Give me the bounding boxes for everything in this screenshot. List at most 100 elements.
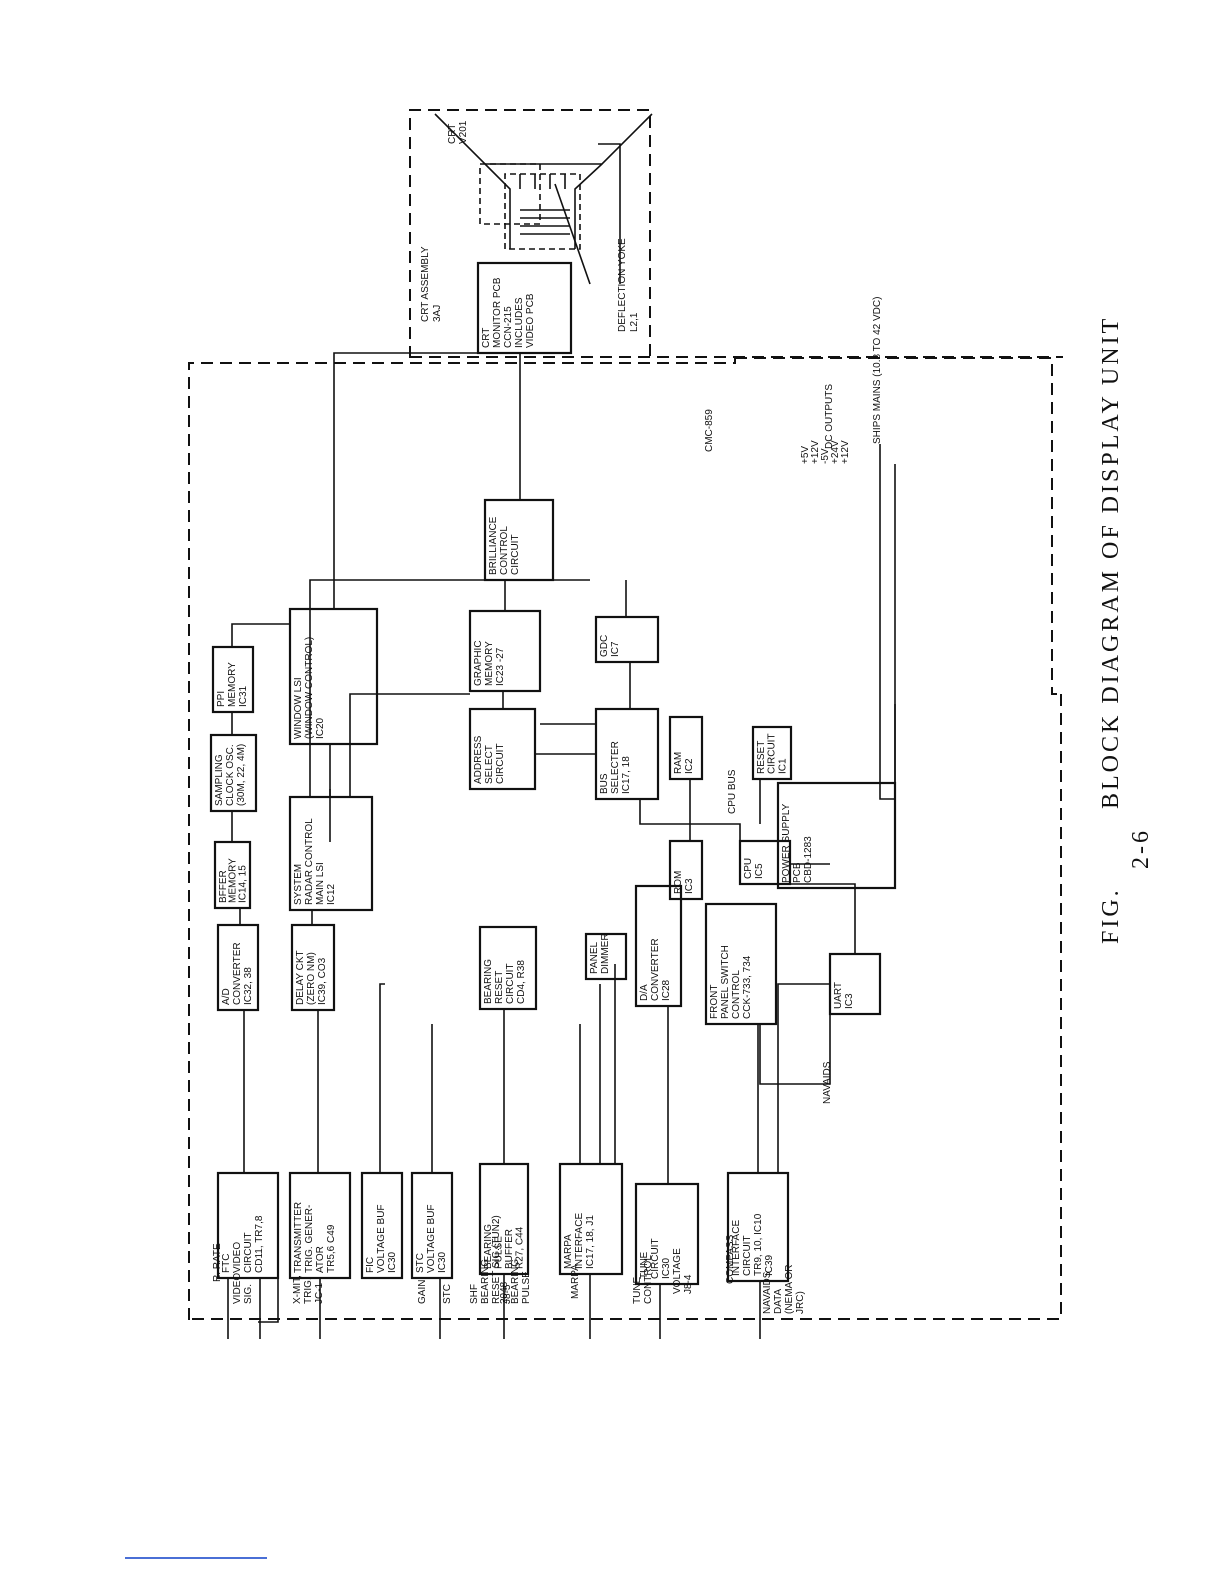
footer-rule	[125, 1557, 267, 1559]
signal-label: COMPASS	[725, 1234, 736, 1284]
block-text: BUS	[599, 773, 610, 794]
wire	[639, 799, 741, 841]
block-text: CCK-733, 734	[742, 955, 753, 1019]
block-text: INCLUDES	[514, 297, 525, 348]
signal-compass: COMPASS	[725, 1234, 736, 1284]
block-delay: DELAY CKT(ZERO NM)IC39, CO3	[290, 923, 336, 1012]
block-text: CIRCUIT	[650, 1238, 661, 1279]
block-text: VOLTAGE BUF	[376, 1204, 387, 1273]
block-text: IC14, 15	[237, 865, 248, 903]
connection-lines	[227, 352, 896, 1339]
signal-label: J8-4	[683, 1274, 694, 1294]
block-text: RESET	[494, 971, 505, 1004]
block-text: GRAPHIC	[473, 640, 484, 686]
signal-label: TRIG.	[303, 1277, 314, 1304]
cmc-859-boundary	[188, 357, 1064, 1320]
block-text: FTC	[221, 1254, 232, 1273]
signal-label: STC	[442, 1284, 453, 1304]
block-text: DIMMER	[600, 933, 611, 974]
block-text: ADDRESS	[473, 735, 484, 784]
block-text: IC23 -27	[495, 647, 506, 686]
block-text: CIRCUIT	[510, 534, 521, 575]
block-text: ROM	[673, 871, 684, 894]
block-text: CONTROL	[731, 970, 742, 1019]
crt-assembly-code: 3AJ	[432, 305, 443, 322]
cmc-label: CMC-859	[704, 409, 715, 452]
block-text: IC7	[610, 641, 621, 657]
crt-assembly-label: CRT ASSEMBLY	[420, 246, 431, 322]
block-text: ATOR	[315, 1246, 326, 1273]
wire	[777, 983, 830, 1173]
block-text: MEMORY	[484, 641, 495, 686]
block-text: SYSTEM	[293, 864, 304, 905]
block-text: CIRCUIT	[767, 733, 778, 774]
signal-label: J8-5	[502, 1284, 513, 1304]
block-text: IC31	[238, 685, 249, 707]
wire	[759, 1014, 831, 1085]
block-text: SELECT	[484, 745, 495, 784]
block-text: PCB	[792, 862, 803, 883]
signal-label: MARPA	[570, 1264, 581, 1299]
block-text: MAIN LSI	[315, 862, 326, 905]
block-text: BEARING	[483, 1224, 494, 1269]
block-text: IC3	[844, 993, 855, 1009]
block-text: IC12	[326, 883, 337, 905]
block-text: CCN-215	[503, 306, 514, 348]
block-text: (WINDOW CONTROL)	[304, 637, 315, 739]
wire	[780, 883, 856, 954]
block-text: UART	[833, 982, 844, 1009]
dc-voltage-label: +12V	[840, 440, 851, 464]
block-text: POWER SUPPLY	[781, 803, 792, 883]
block-text: VIDEO	[232, 1242, 243, 1273]
block-text: CD11, TR7,8	[254, 1215, 265, 1273]
signal-label: VOLTAGE	[672, 1248, 683, 1294]
block-text: PANEL	[589, 942, 600, 974]
block-text: STC	[415, 1253, 426, 1273]
signal-label: SIG.	[243, 1284, 254, 1304]
block-text: FIC	[365, 1257, 376, 1273]
dc-voltage-label: -5V	[820, 448, 831, 464]
block-text: DELAY CKT	[295, 950, 306, 1005]
block-text: RADAR CONTROL	[304, 818, 315, 905]
signal-label: R. RATE	[212, 1243, 223, 1282]
block-text: IC2	[684, 758, 695, 774]
block-text: BUFFER	[504, 1229, 515, 1269]
block-text: SELECTER	[610, 741, 621, 794]
block-text: RAM	[673, 752, 684, 774]
signal-label: RESET SIG.(TUN2)	[491, 1215, 502, 1304]
signal-label: X-MIT,	[292, 1275, 303, 1304]
signal-rrate: R. RATE	[212, 1243, 223, 1282]
signal-label: (NEMA OR	[784, 1265, 795, 1314]
cpu-bus-label: CPU BUS	[727, 769, 738, 814]
block-text: INTERFACE	[574, 1213, 585, 1269]
block-text: IC17, 18	[621, 756, 632, 794]
crt-tube-label: CRT	[447, 124, 458, 144]
block-text: INTERFACE	[731, 1220, 742, 1276]
signal-label: JRC)	[795, 1291, 806, 1314]
figure-title: FIG. 2-6 BLOCK DIAGRAM OF DISPLAY UNIT	[1098, 316, 1154, 944]
block-text: IC20	[315, 717, 326, 739]
signal-label: BEARING	[480, 1259, 491, 1304]
block-text: TRIG. GENER-	[304, 1205, 315, 1273]
wire	[333, 352, 520, 609]
